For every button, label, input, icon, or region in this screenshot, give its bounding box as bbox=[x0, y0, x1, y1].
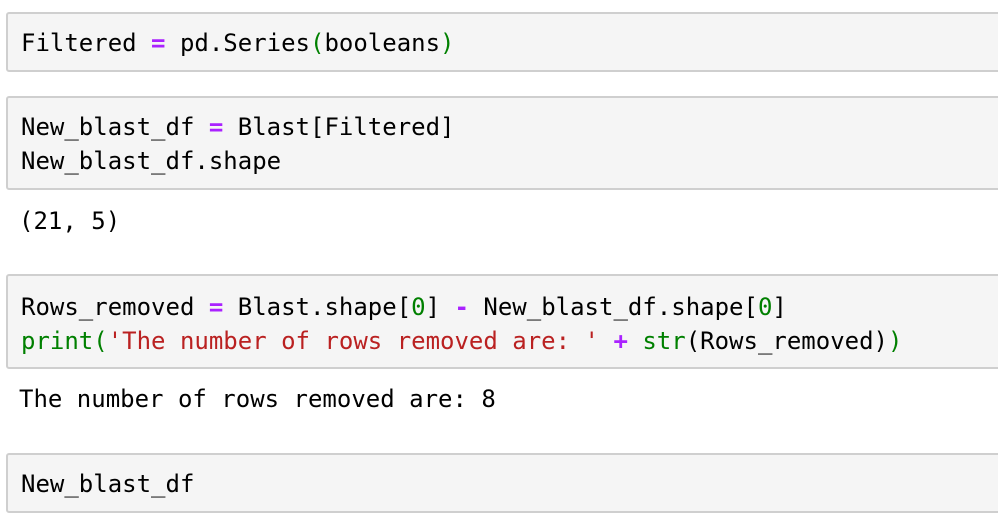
code-operator: = bbox=[208, 293, 224, 321]
code-token: booleans bbox=[324, 29, 441, 57]
code-string: 'The number of rows removed are: ' bbox=[107, 327, 599, 355]
cell-output: (21, 5) bbox=[19, 207, 121, 235]
code-paren: ( bbox=[310, 29, 325, 57]
code-number: 0 bbox=[757, 293, 773, 321]
code-line: New_blast_df.shape bbox=[21, 144, 281, 178]
code-paren: ) bbox=[440, 29, 455, 57]
code-paren: ) bbox=[888, 327, 903, 355]
code-number: 0 bbox=[411, 293, 426, 321]
code-token: Blast.shape[ bbox=[237, 293, 412, 321]
code-token: ] bbox=[772, 293, 787, 321]
code-line: New_blast_df = Blast[Filtered] bbox=[21, 110, 455, 144]
code-token: ] bbox=[425, 293, 441, 321]
code-token: Filtered bbox=[21, 29, 137, 57]
code-operator: - bbox=[454, 293, 469, 321]
code-operator: + bbox=[613, 327, 628, 355]
code-cell-4[interactable]: New_blast_df bbox=[6, 453, 998, 513]
cell-output: The number of rows removed are: 8 bbox=[19, 385, 496, 413]
code-line: New_blast_df bbox=[21, 467, 194, 501]
code-token: Rows_removed bbox=[21, 293, 195, 321]
code-token: pd.Series bbox=[179, 29, 310, 57]
code-token: (Rows_removed) bbox=[685, 327, 888, 355]
code-token: New_blast_df.shape bbox=[21, 147, 282, 175]
code-line: print('The number of rows removed are: '… bbox=[21, 324, 902, 358]
code-token: New_blast_df.shape[ bbox=[483, 293, 758, 321]
code-paren: ( bbox=[93, 327, 108, 355]
code-cell-1[interactable]: Filtered = pd.Series(booleans) bbox=[6, 12, 998, 72]
code-operator: = bbox=[208, 113, 224, 141]
code-token: New_blast_df bbox=[21, 470, 195, 498]
code-line: Rows_removed = Blast.shape[0] - New_blas… bbox=[21, 290, 787, 324]
code-cell-3[interactable]: Rows_removed = Blast.shape[0] - New_blas… bbox=[6, 274, 998, 369]
code-cell-2[interactable]: New_blast_df = Blast[Filtered] New_blast… bbox=[6, 96, 998, 190]
code-operator: = bbox=[151, 29, 166, 57]
code-token: New_blast_df bbox=[21, 113, 195, 141]
code-builtin: print bbox=[21, 327, 94, 355]
code-token: Blast[Filtered] bbox=[237, 113, 455, 141]
code-line: Filtered = pd.Series(booleans) bbox=[21, 26, 455, 60]
code-builtin: str bbox=[642, 327, 686, 355]
